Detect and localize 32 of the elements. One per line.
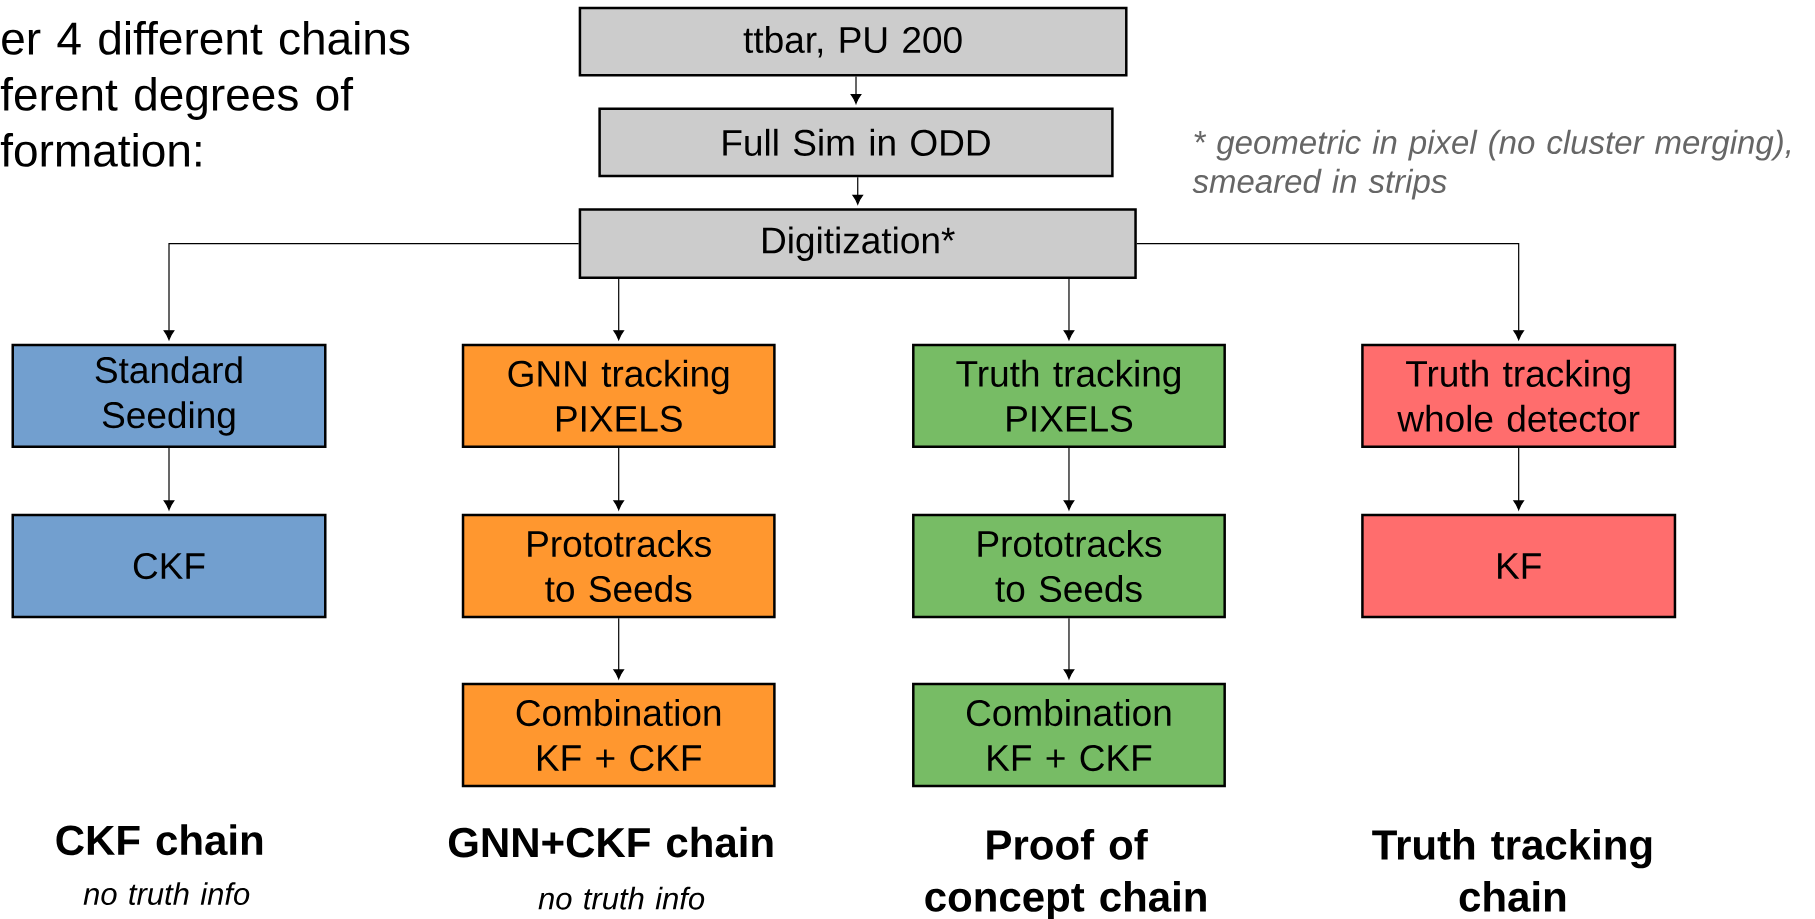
process-box: Combination KF + CKF [461, 682, 776, 788]
arrow [1063, 278, 1075, 341]
arrow [850, 75, 862, 104]
process-box: Combination KF + CKF [912, 682, 1226, 788]
arrow [163, 447, 175, 511]
chain-note: no truth info [538, 886, 705, 910]
chain-title: CKF chain [56, 824, 263, 856]
process-box: ttbar, PU 200 [578, 6, 1128, 77]
process-box: Truth tracking PIXELS [912, 343, 1226, 449]
process-box: Prototracks to Seeds [912, 513, 1226, 619]
arrow [1136, 243, 1524, 341]
arrow [613, 278, 624, 341]
process-box: Prototracks to Seeds [461, 513, 776, 619]
chain-title: GNN+CKF chain [448, 826, 773, 858]
process-box: CKF [11, 513, 327, 619]
arrow [613, 617, 624, 680]
process-box: KF [1361, 513, 1677, 619]
footnote: * geometric in pixel (no cluster merging), smeared in strips [1192, 129, 1791, 200]
process-box: Full Sim in ODD [598, 107, 1114, 178]
process-box: Standard Seeding [11, 343, 327, 449]
arrow [163, 243, 580, 341]
arrow [852, 176, 864, 205]
process-box: GNN tracking PIXELS [461, 343, 776, 449]
chain-note: no truth info [83, 882, 250, 905]
chain-title: Truth tracking chain [1372, 829, 1652, 912]
process-box: Digitization* [578, 208, 1137, 280]
process-box: Truth tracking whole detector [1361, 343, 1677, 449]
intro-text: er 4 different chains ferent degrees of formation: [0, 21, 410, 167]
arrow [1063, 447, 1075, 511]
arrow [1063, 617, 1075, 680]
arrow [613, 447, 624, 511]
arrow [1513, 447, 1524, 511]
